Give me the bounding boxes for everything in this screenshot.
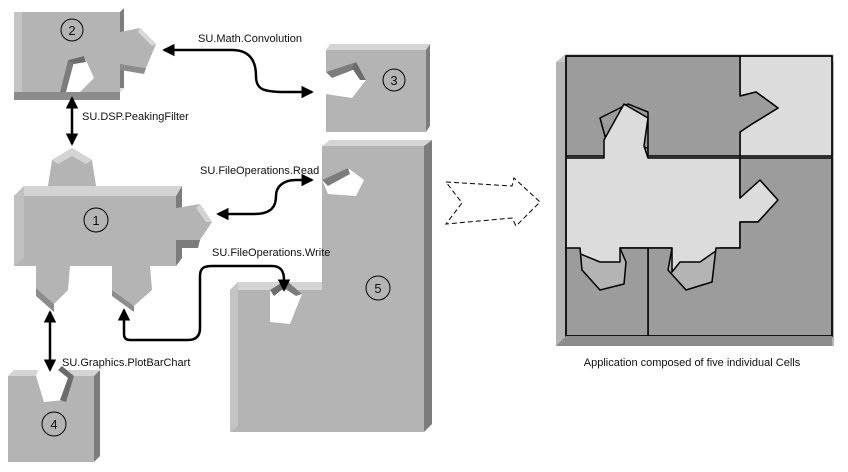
cell-1-number-circle xyxy=(83,207,109,233)
cell-5-number: 5 xyxy=(374,281,381,296)
plot-bar-chart-label: SU.Graphics.PlotBarChart xyxy=(62,357,190,369)
convolution-label: SU.Math.Convolution xyxy=(198,33,302,45)
cell-4-number-circle xyxy=(41,411,67,437)
cell-4-number: 4 xyxy=(50,417,57,432)
cell-3-piece xyxy=(326,44,430,132)
application-caption: Application composed of five individual … xyxy=(584,357,801,369)
dashed-transform-arrow xyxy=(444,177,541,227)
cell-3-number: 3 xyxy=(390,73,397,88)
cell-5-piece xyxy=(230,140,432,432)
peaking-filter-label: SU.DSP.PeakingFilter xyxy=(82,111,189,123)
file-write-label: SU.FileOperations.Write xyxy=(212,247,330,259)
file-read-label: SU.FileOperations.Read xyxy=(200,165,319,177)
cell-3-number-circle xyxy=(382,68,406,92)
cell-2-number: 2 xyxy=(68,23,75,38)
cell-2-number-circle xyxy=(60,18,84,42)
file-read-connector xyxy=(216,173,314,221)
cell-1-number: 1 xyxy=(92,213,99,228)
assembled-application xyxy=(556,54,834,346)
cell-2-piece xyxy=(14,8,156,100)
cell-5-number-circle xyxy=(365,275,391,301)
convolution-connector xyxy=(162,43,314,99)
file-write-connector xyxy=(117,264,291,342)
cell-4-piece xyxy=(8,366,100,462)
cell-1-piece xyxy=(14,148,212,312)
